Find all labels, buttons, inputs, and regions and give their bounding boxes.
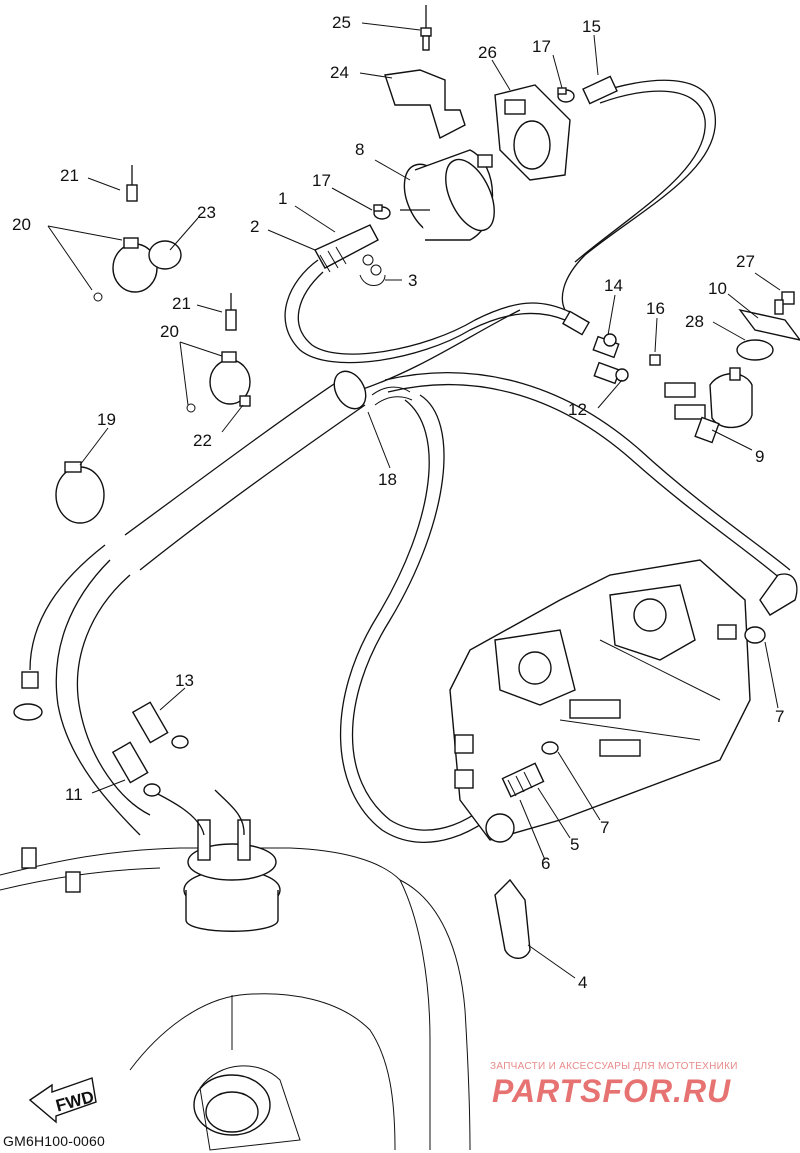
callout-18: 18: [378, 470, 397, 489]
watermark-logo: PARTSFOR.RU: [492, 1073, 732, 1109]
tie-4: [494, 878, 531, 959]
callout-17-mid: 17: [312, 171, 331, 190]
fwd-arrow: FWD: [28, 1077, 97, 1124]
joint-18: [333, 370, 413, 410]
callout-15: 15: [582, 17, 601, 36]
callout-10: 10: [708, 279, 727, 298]
callout-3: 3: [408, 271, 417, 290]
bolt-25: [420, 5, 432, 51]
callout-19: 19: [97, 410, 116, 429]
fuel-tank: [0, 789, 471, 1151]
callout-21-lower: 21: [172, 294, 191, 313]
plate-10-bolt-27-nut-28: [736, 291, 800, 361]
watermark-tagline: ЗАПЧАСТИ И АКСЕССУАРЫ ДЛЯ МОТОТЕХНИКИ: [490, 1061, 738, 1072]
callout-1: 1: [278, 189, 287, 208]
callout-24: 24: [330, 63, 349, 82]
callout-4: 4: [578, 973, 587, 992]
callout-labels: 25 24 26 17 15 8 17 1 2 3 21 20 23 21 20…: [12, 13, 784, 992]
callout-13: 13: [175, 671, 194, 690]
callout-26: 26: [478, 43, 497, 62]
fuel-cock-9: [664, 367, 753, 444]
callout-2: 2: [250, 217, 259, 236]
hose-15: [582, 75, 618, 105]
callout-20-lower: 20: [160, 322, 179, 341]
callout-6: 6: [541, 854, 550, 873]
bolt-21-lower: [225, 293, 237, 331]
callout-22: 22: [193, 431, 212, 450]
callout-16: 16: [646, 299, 665, 318]
leader-lines: [47, 22, 781, 979]
callout-20-upper: 20: [12, 215, 31, 234]
callout-17-top: 17: [532, 37, 551, 56]
hose-5-6: [501, 741, 559, 798]
band-clamp-upper: [93, 237, 182, 302]
callout-5: 5: [570, 835, 579, 854]
callout-25: 25: [332, 13, 351, 32]
callout-7-right: 7: [775, 707, 784, 726]
clamp-17-top: [557, 87, 575, 103]
bracket-24: [384, 69, 466, 140]
clamp-17-mid: [373, 204, 391, 220]
band-19: [55, 461, 105, 524]
callout-14: 14: [604, 276, 623, 295]
diagram-reference-code: GM6H100-0060: [3, 1133, 106, 1149]
fittings-12-14-16: [562, 310, 661, 385]
callout-11: 11: [65, 785, 83, 804]
callout-21-upper: 21: [60, 166, 79, 185]
hose-1-2: [314, 224, 379, 273]
band-clamp-lower: [186, 351, 251, 413]
callout-28: 28: [685, 312, 704, 331]
bolt-21-upper: [126, 165, 138, 202]
callout-23: 23: [197, 203, 216, 222]
carburetor-assembly: [449, 559, 751, 843]
clip-3: [359, 254, 386, 286]
callout-9: 9: [755, 447, 764, 466]
clamp-left: [13, 671, 43, 721]
elbow-7-right: [744, 573, 798, 644]
callout-7-lower: 7: [600, 818, 609, 837]
hose-lines: [29, 79, 791, 844]
callout-27: 27: [736, 252, 755, 271]
fuel-filter-8: [400, 149, 495, 241]
callout-12: 12: [568, 400, 587, 419]
callout-8: 8: [355, 140, 364, 159]
filter-bracket-26: [494, 84, 571, 181]
hoses-11-13: [111, 701, 189, 797]
